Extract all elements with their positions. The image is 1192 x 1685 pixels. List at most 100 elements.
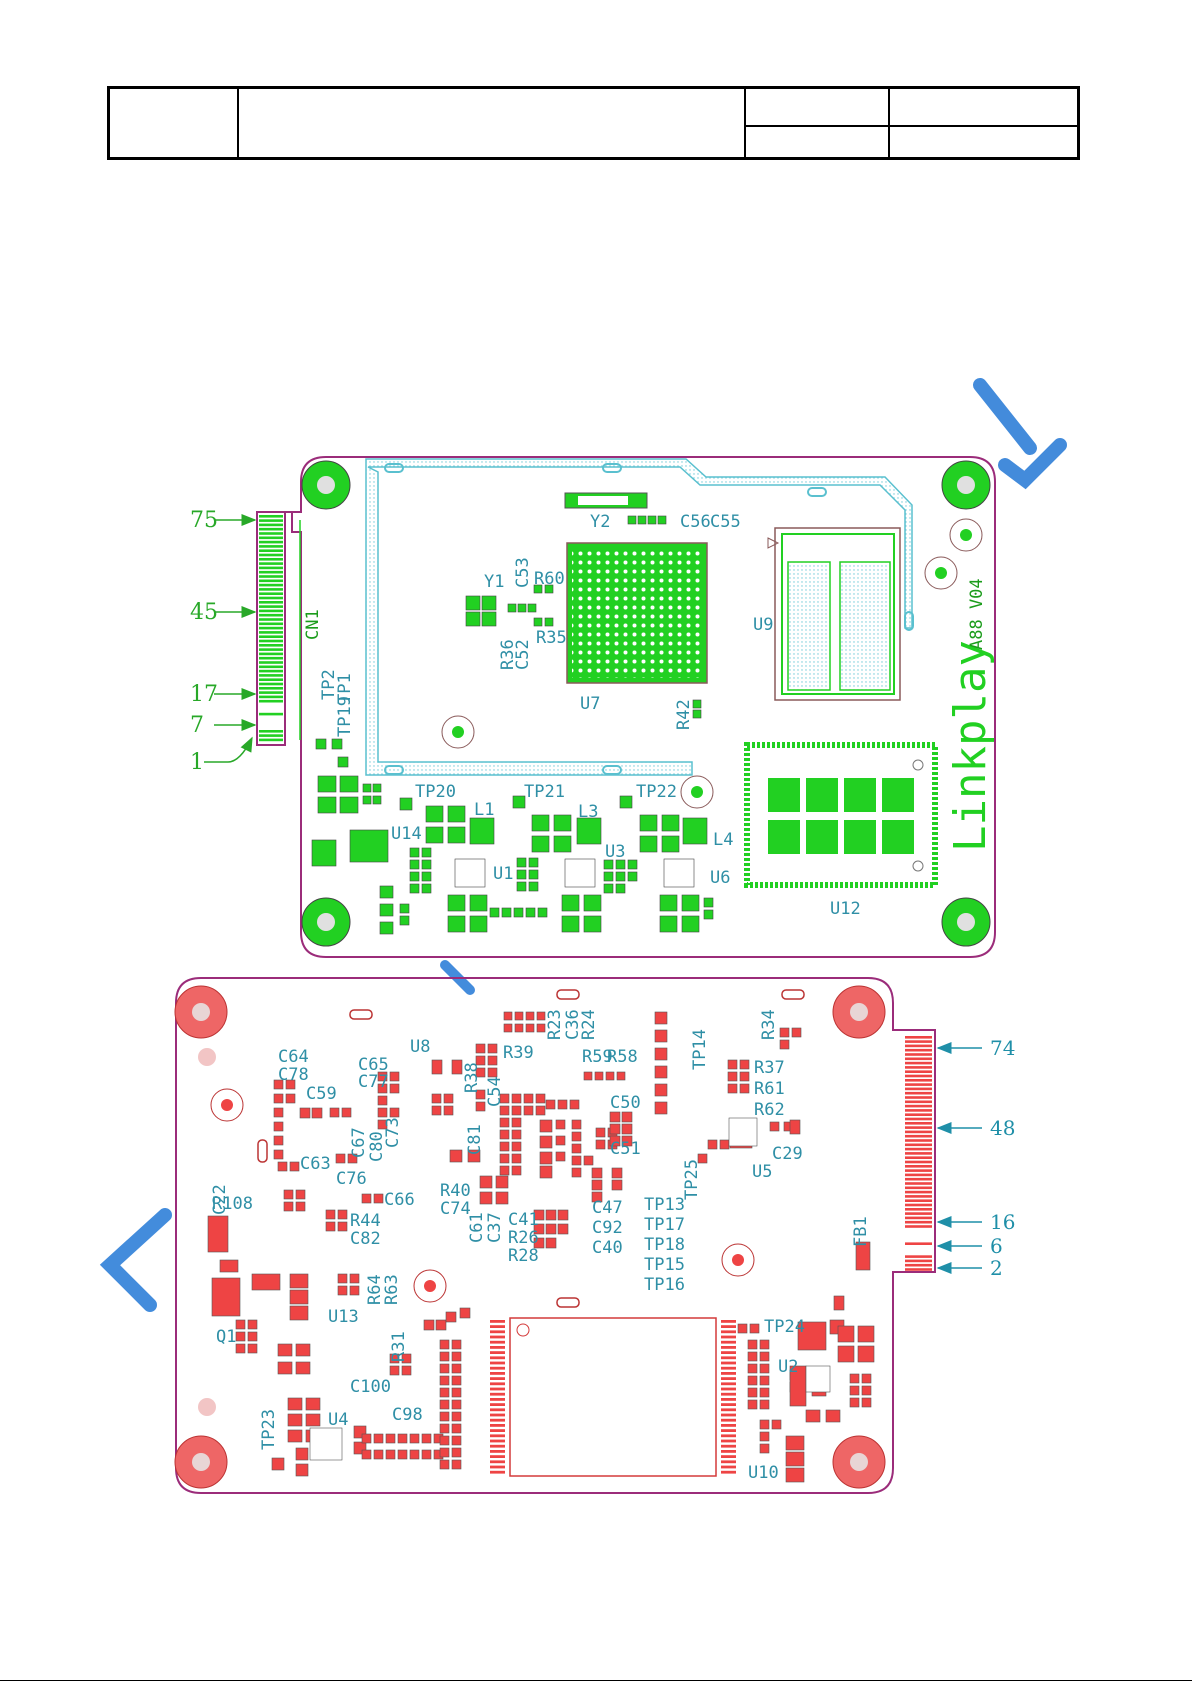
smd-pad xyxy=(759,1431,770,1442)
smd-pad xyxy=(654,1029,668,1043)
smd-pad xyxy=(528,881,539,892)
smd-pad xyxy=(361,1449,372,1460)
smd-pad xyxy=(571,1119,582,1130)
silk-label: U12 xyxy=(830,899,861,919)
smd-pad xyxy=(247,1319,258,1330)
smd-pad xyxy=(499,1129,510,1140)
smd-pad xyxy=(431,1105,442,1116)
smd-pad xyxy=(654,1065,668,1079)
silk-label: U13 xyxy=(328,1307,359,1327)
edge-finger xyxy=(905,1195,932,1198)
smd-pad xyxy=(479,1191,493,1205)
edge-finger xyxy=(259,566,283,570)
smd-pad xyxy=(335,1153,346,1164)
edge-finger xyxy=(905,1169,932,1172)
smd-pad xyxy=(759,1399,770,1410)
silk-label: C61 xyxy=(467,1212,487,1243)
silk-label: R24 xyxy=(579,1009,599,1040)
smd-pad xyxy=(247,1343,258,1354)
silk-label: U4 xyxy=(328,1410,348,1430)
smd-pad xyxy=(737,1323,748,1334)
smd-pad xyxy=(295,1447,309,1461)
edge-finger xyxy=(259,738,283,742)
smd-pad xyxy=(511,1153,522,1164)
smd-pad xyxy=(285,1093,296,1104)
silk-label: C73 xyxy=(383,1117,403,1148)
edge-finger xyxy=(905,1130,932,1134)
smd-pad xyxy=(439,1399,450,1410)
edge-finger xyxy=(905,1113,932,1116)
edge-finger xyxy=(259,687,283,690)
edge-finger xyxy=(259,613,283,617)
edge-finger xyxy=(259,601,283,604)
title-block-row-divider xyxy=(744,125,1077,127)
smd-pad xyxy=(603,883,614,894)
title-block-divider xyxy=(237,89,239,157)
smd-pad xyxy=(401,1353,412,1364)
smd-pad xyxy=(615,883,626,894)
pin-number-label: 48 xyxy=(990,1116,1015,1140)
smd-pad xyxy=(525,1011,535,1021)
smd-pad xyxy=(451,1375,462,1386)
edge-finger xyxy=(905,1087,932,1091)
edge-finger xyxy=(905,1083,932,1086)
silk-label: L4 xyxy=(713,830,733,850)
silk-label: TP21 xyxy=(524,782,565,802)
slot xyxy=(556,989,580,1000)
smd-pad xyxy=(609,1123,621,1135)
smd-pad xyxy=(273,1079,284,1090)
smd-pad xyxy=(235,1331,246,1342)
silk-label: R35 xyxy=(536,628,567,648)
smd-pad xyxy=(451,1399,462,1410)
silk-label: R28 xyxy=(508,1246,539,1266)
smd-pad xyxy=(571,1167,582,1178)
silk-label: C100 xyxy=(350,1377,391,1397)
smd-pad xyxy=(447,805,466,823)
smd-pad xyxy=(513,907,524,918)
silk-label: C77 xyxy=(358,1072,389,1092)
silk-label: C54 xyxy=(485,1076,505,1107)
edge-finger xyxy=(259,648,283,651)
pin-number-label: 45 xyxy=(190,600,218,625)
slot xyxy=(556,1297,580,1308)
smd-pad xyxy=(727,1071,738,1082)
smd-pad xyxy=(571,1155,582,1166)
smd-pad xyxy=(481,611,497,627)
smd-pad xyxy=(553,814,572,832)
smd-pad xyxy=(361,1193,372,1204)
edge-finger xyxy=(905,1186,932,1190)
smd-pad xyxy=(759,1443,770,1454)
smd-pad xyxy=(295,1361,311,1375)
module-u12 xyxy=(744,742,938,888)
smd-pad xyxy=(495,1175,509,1189)
smd-pad xyxy=(557,1209,569,1221)
silk-label: R36 xyxy=(498,639,518,670)
smd-pad xyxy=(785,1467,805,1483)
smd-pad xyxy=(409,883,420,894)
module-pad xyxy=(768,820,800,854)
smd-pad xyxy=(516,869,527,880)
smd-pad xyxy=(439,1411,450,1422)
silk-label: C47 xyxy=(592,1198,623,1218)
smd-pad xyxy=(399,903,410,914)
edge-finger xyxy=(905,1079,932,1082)
chip-u9 xyxy=(767,527,901,701)
smd-pad xyxy=(503,1011,513,1021)
smd-pad xyxy=(305,1413,321,1427)
module-pad xyxy=(768,778,800,812)
smd-pad xyxy=(341,1107,352,1118)
smd-pad xyxy=(639,814,658,832)
edge-finger xyxy=(905,1199,932,1202)
smd-pad xyxy=(561,915,580,933)
module-pad xyxy=(844,820,876,854)
smd-pad xyxy=(469,817,495,845)
pin-number-label: 75 xyxy=(190,508,218,533)
smd-pad xyxy=(379,885,394,899)
via-hole xyxy=(721,1243,755,1277)
smd-pad xyxy=(536,1011,546,1021)
silk-label: R108 xyxy=(212,1194,253,1214)
slot xyxy=(781,989,805,1000)
smd-pad xyxy=(397,1449,408,1460)
edge-finger xyxy=(259,536,283,540)
